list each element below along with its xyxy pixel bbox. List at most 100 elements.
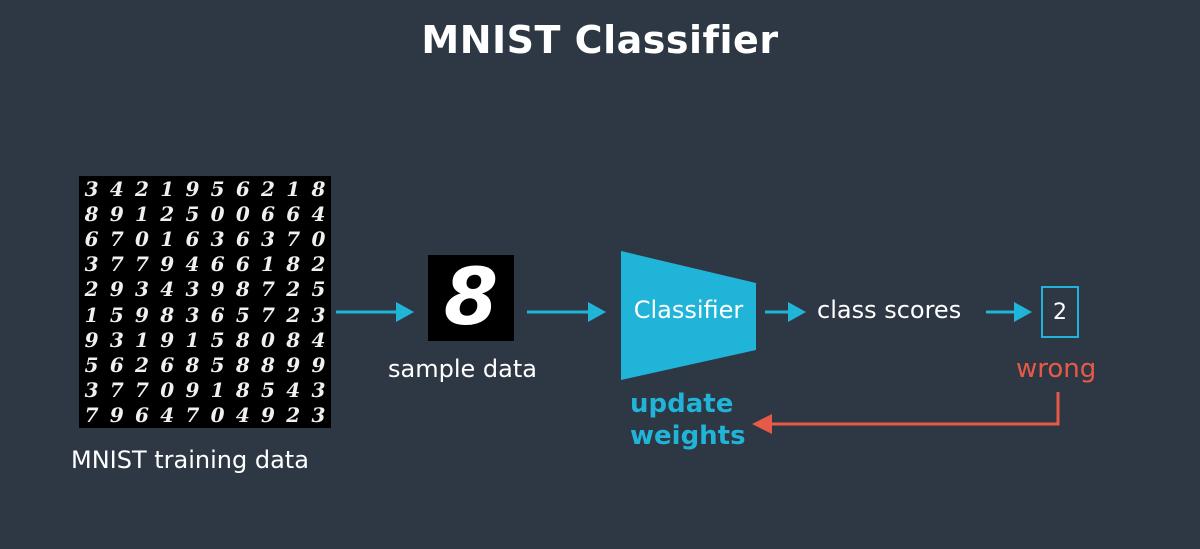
mnist-digit-cell: 8 — [84, 201, 99, 226]
mnist-digit-cell: 4 — [109, 176, 124, 201]
mnist-digit-cell: 2 — [286, 277, 301, 302]
mnist-digit-cell: 4 — [160, 403, 175, 428]
mnist-digit-cell: 5 — [109, 302, 124, 327]
training-data-label: MNIST training data — [71, 446, 309, 474]
mnist-digit-cell: 9 — [160, 327, 175, 352]
mnist-digit-cell: 8 — [311, 176, 326, 201]
mnist-digit-cell: 1 — [135, 201, 149, 226]
mnist-digit-cell: 4 — [311, 327, 326, 352]
mnist-digit-cell: 8 — [235, 378, 250, 403]
classifier-block — [621, 251, 756, 380]
mnist-digit-cell: 4 — [235, 403, 250, 428]
mnist-digit-cell: 3 — [185, 277, 200, 302]
mnist-digit-cell: 2 — [286, 302, 301, 327]
mnist-digit-cell: 9 — [135, 302, 149, 327]
mnist-digit-cell: 0 — [210, 403, 225, 428]
mnist-digit-cell: 9 — [261, 403, 275, 428]
mnist-digit-cell: 7 — [135, 252, 149, 277]
mnist-digit-cell: 5 — [210, 352, 225, 377]
mnist-digit-cell: 5 — [235, 302, 250, 327]
mnist-digit-cell: 8 — [286, 252, 301, 277]
wrong-label: wrong — [1016, 354, 1097, 384]
mnist-digit-cell: 5 — [210, 176, 225, 201]
mnist-digit-cell: 1 — [135, 327, 149, 352]
update-weights-label: update weights — [630, 388, 746, 452]
mnist-digit-cell: 9 — [109, 277, 124, 302]
mnist-digit-cell: 5 — [261, 378, 275, 403]
mnist-digit-cell: 9 — [311, 352, 326, 377]
mnist-digit-cell: 0 — [135, 226, 149, 251]
mnist-digit-cell: 7 — [135, 378, 149, 403]
mnist-digit-cell: 3 — [109, 327, 124, 352]
mnist-digit-cell: 3 — [311, 403, 326, 428]
mnist-digit-cell: 6 — [185, 226, 200, 251]
mnist-digit-cell: 9 — [286, 352, 301, 377]
sample-digit-image: 8 — [428, 255, 514, 341]
mnist-digit-cell: 4 — [311, 201, 326, 226]
mnist-digit-cell: 5 — [210, 327, 225, 352]
mnist-digit-cell: 9 — [185, 378, 200, 403]
mnist-digit-cell: 7 — [109, 378, 124, 403]
mnist-digit-cell: 7 — [261, 277, 275, 302]
mnist-digit-cell: 9 — [109, 201, 124, 226]
mnist-digit-cell: 0 — [235, 201, 250, 226]
mnist-digit-cell: 9 — [109, 403, 124, 428]
mnist-digit-cell: 1 — [84, 302, 99, 327]
mnist-digit-cell: 6 — [84, 226, 99, 251]
mnist-digit-cell: 6 — [235, 252, 250, 277]
mnist-digit-cell: 3 — [84, 378, 99, 403]
mnist-digit-cell: 0 — [311, 226, 326, 251]
mnist-digit-cell: 7 — [109, 252, 124, 277]
score-output-box: 2 — [1041, 286, 1079, 338]
mnist-digit-cell: 2 — [160, 201, 175, 226]
mnist-digit-cell: 2 — [84, 277, 99, 302]
update-line-1: update — [630, 389, 734, 419]
mnist-digit-cell: 2 — [311, 252, 326, 277]
mnist-digit-cell: 2 — [135, 176, 149, 201]
mnist-digit-cell: 9 — [185, 176, 200, 201]
mnist-digit-cell: 0 — [160, 378, 175, 403]
mnist-digit-cell: 2 — [286, 403, 301, 428]
mnist-digit-cell: 2 — [261, 176, 275, 201]
mnist-digit-cell: 3 — [84, 176, 99, 201]
mnist-digit-cell: 8 — [185, 352, 200, 377]
arrow-sample-to-classifier — [527, 302, 606, 322]
mnist-digit-cell: 3 — [84, 252, 99, 277]
mnist-digit-cell: 6 — [109, 352, 124, 377]
mnist-digit-cell: 5 — [84, 352, 99, 377]
mnist-digit-cell: 3 — [210, 226, 225, 251]
mnist-digit-cell: 2 — [135, 352, 149, 377]
mnist-digit-cell: 6 — [235, 176, 250, 201]
arrow-training-to-sample — [336, 302, 414, 322]
mnist-digit-cell: 6 — [235, 226, 250, 251]
mnist-digit-cell: 7 — [109, 226, 124, 251]
mnist-digit-cell: 8 — [160, 302, 175, 327]
mnist-digit-cell: 6 — [135, 403, 149, 428]
mnist-digit-cell: 9 — [210, 277, 225, 302]
mnist-digit-cell: 1 — [261, 252, 275, 277]
mnist-digit-cell: 3 — [261, 226, 275, 251]
mnist-digit-cell: 3 — [185, 302, 200, 327]
mnist-digit-cell: 0 — [210, 201, 225, 226]
mnist-digit-cell: 8 — [235, 352, 250, 377]
mnist-digit-cell: 1 — [210, 378, 225, 403]
mnist-digit-cell: 5 — [311, 277, 326, 302]
mnist-digit-cell: 7 — [261, 302, 275, 327]
mnist-digit-cell: 1 — [160, 226, 175, 251]
arrow-scores-to-box — [986, 302, 1032, 322]
mnist-digit-cell: 8 — [261, 352, 275, 377]
class-scores-label: class scores — [817, 296, 962, 324]
diagram-title: MNIST Classifier — [421, 18, 779, 62]
arrow-feedback-update — [752, 392, 1060, 434]
mnist-digit-cell: 7 — [185, 403, 200, 428]
mnist-digit-cell: 0 — [261, 327, 275, 352]
mnist-digit-cell: 1 — [185, 327, 200, 352]
arrow-classifier-to-scores — [765, 302, 806, 322]
mnist-digit-cell: 8 — [286, 327, 301, 352]
classifier-label: Classifier — [633, 296, 744, 324]
mnist-digit-cell: 6 — [261, 201, 275, 226]
mnist-digit-cell: 5 — [185, 201, 200, 226]
mnist-digit-cell: 6 — [210, 252, 225, 277]
